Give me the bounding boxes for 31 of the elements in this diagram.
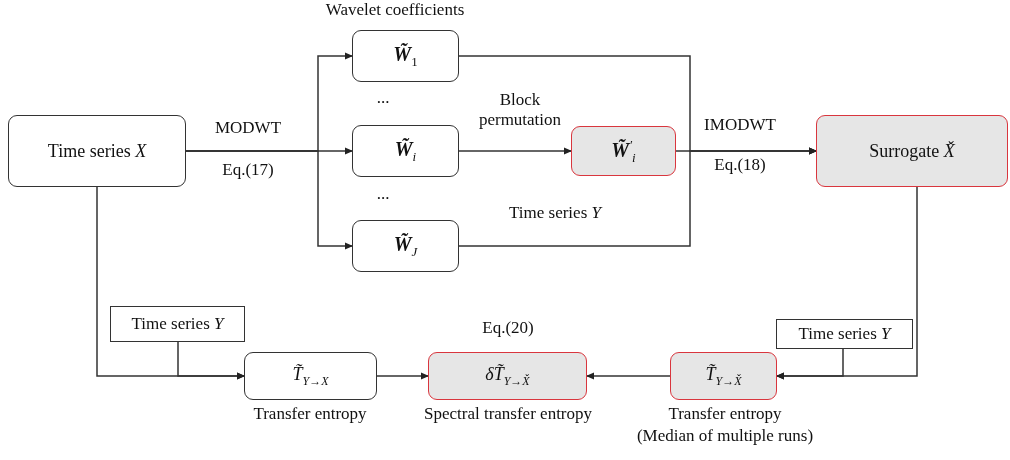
process-box: W̃$_{J}$ [352, 220, 459, 272]
input-box: Time series Y [110, 306, 245, 342]
highlighted-process-box: δT̃$_{Y→X̌}$ [428, 352, 587, 400]
process-box: Time series X [8, 115, 186, 187]
edge-label: Block permutation [477, 90, 563, 130]
arrow [586, 372, 671, 380]
arrow [185, 150, 353, 250]
annotation-text: IMODWT [703, 115, 777, 135]
arrow [458, 147, 572, 155]
ellipsis-text: ... [375, 184, 391, 204]
node-caption: Transfer entropy [252, 404, 368, 424]
highlighted-process-box: T̃$_{Y→X̌}$ [670, 352, 777, 400]
annotation-text: Eq.(18) [713, 155, 767, 175]
node-caption: (Median of multiple runs) [635, 426, 815, 446]
process-box: W̃$_{1}$ [352, 30, 459, 82]
node-caption: Spectral transfer entropy [422, 404, 593, 424]
annotation-text: Time series Y [508, 203, 604, 223]
arrow [376, 372, 429, 380]
arrow [776, 348, 844, 380]
ellipsis-text: ... [375, 88, 391, 108]
process-box: W̃$_{i}$ [352, 125, 459, 177]
input-box: Time series Y [776, 319, 913, 349]
annotation-text: Eq.(17) [221, 160, 275, 180]
annotation-text: MODWT [213, 118, 283, 138]
arrow [458, 147, 817, 247]
arrow [177, 341, 245, 380]
process-box: T̃$_{Y→X}$ [244, 352, 377, 400]
node-caption: Eq.(20) [481, 318, 535, 338]
node-caption: Transfer entropy [667, 404, 783, 424]
highlighted-process-box: Surrogate X̌ [816, 115, 1008, 187]
node-caption: Wavelet coefficients [324, 0, 466, 20]
